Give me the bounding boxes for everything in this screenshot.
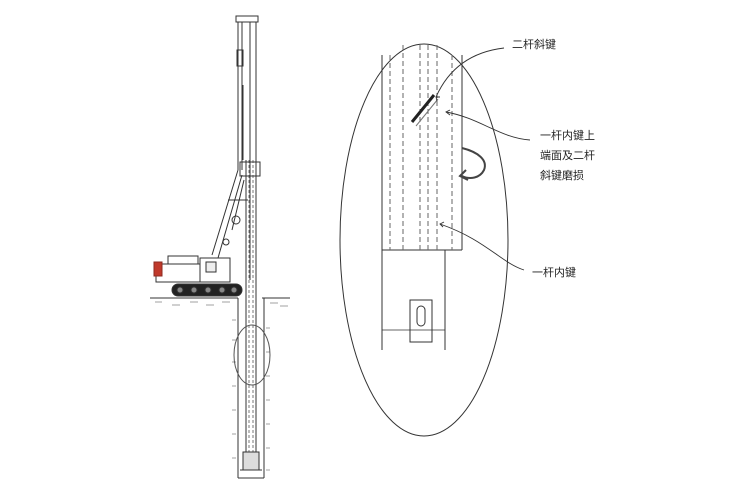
detail-highlight-ellipse <box>233 324 271 386</box>
rig-mast <box>235 15 259 280</box>
label-second-rod-oblique-key: 二杆斜键 <box>512 38 556 51</box>
label-wear-line-3: 斜键磨损 <box>540 169 584 182</box>
label-first-rod-inner-key: 一杆内键 <box>532 266 576 279</box>
leader-lines <box>435 47 531 271</box>
rig-body <box>153 255 231 283</box>
ground-section <box>150 297 290 479</box>
rotation-arrow-icon <box>458 147 486 181</box>
oblique-key <box>410 94 439 127</box>
label-wear-line-1: 一杆内键上 <box>540 129 595 142</box>
detail-view <box>339 43 531 437</box>
detail-ellipse <box>339 43 509 437</box>
label-wear-line-2: 端面及二杆 <box>540 149 595 162</box>
rig-boom <box>211 161 261 259</box>
crawler-track <box>171 283 243 297</box>
kelly-bar <box>240 160 262 471</box>
